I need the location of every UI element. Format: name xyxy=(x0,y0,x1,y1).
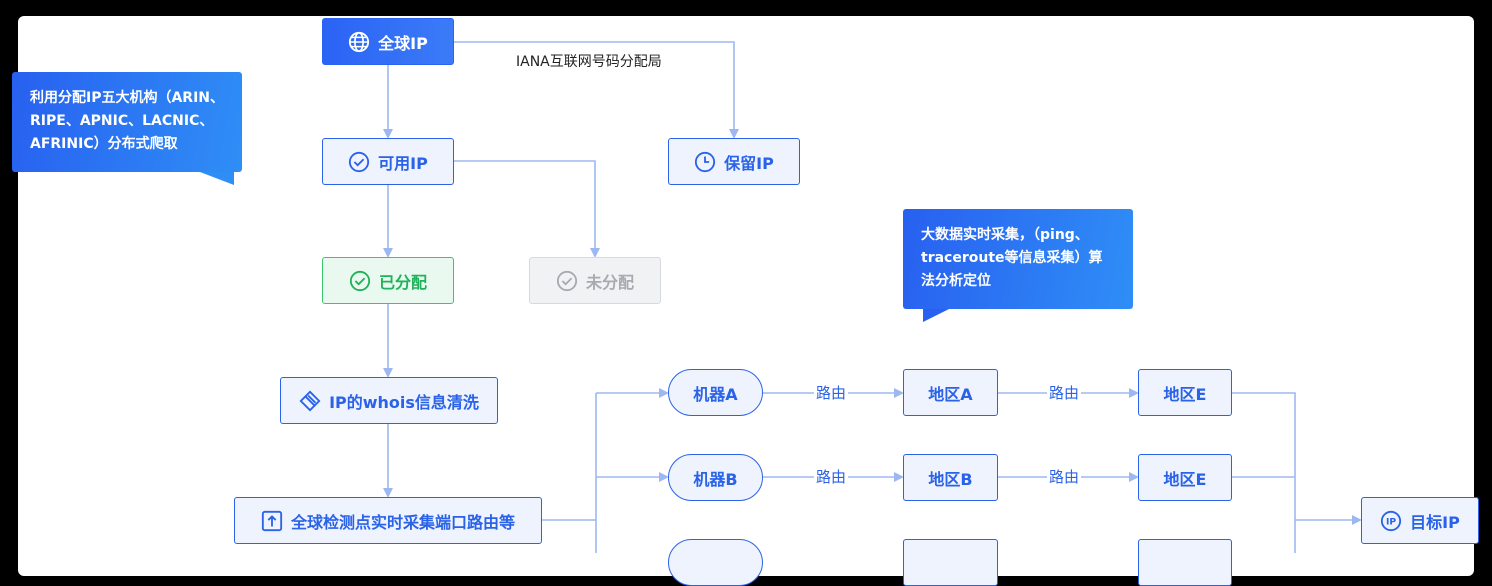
node-region-e-2[interactable]: 地区E xyxy=(1138,454,1232,501)
node-available-ip[interactable]: 可用IP xyxy=(322,138,454,185)
label-route-1: 路由 xyxy=(814,382,849,403)
node-unallocated[interactable]: 未分配 xyxy=(529,257,661,304)
node-region-a-label: 地区A xyxy=(928,384,973,404)
node-region-e-3[interactable] xyxy=(1138,539,1232,586)
callout-bigdata-tail xyxy=(923,309,949,322)
node-machine-c[interactable] xyxy=(668,539,763,586)
edge-global-to-reserved xyxy=(454,41,739,139)
node-region-e-2-label: 地区E xyxy=(1163,469,1207,489)
node-whois-clean-label: IP的whois信息清洗 xyxy=(329,392,479,412)
node-reserved-ip-label: 保留IP xyxy=(724,153,774,173)
edge-probe-trunk xyxy=(542,393,597,553)
node-region-a[interactable]: 地区A xyxy=(903,369,998,416)
node-global-probe[interactable]: 全球检测点实时采集端口路由等 xyxy=(234,497,542,544)
node-machine-a-label: 机器A xyxy=(693,384,738,404)
edge-available-to-unallocated xyxy=(454,160,600,258)
label-route-3: 路由 xyxy=(814,466,849,487)
ip-icon: IP xyxy=(1381,510,1402,531)
label-route-2: 路由 xyxy=(1047,382,1082,403)
callout-bigdata-text: 大数据实时采集，（ping、traceroute等信息采集）算法分析定位 xyxy=(921,227,1103,289)
node-region-c[interactable] xyxy=(903,539,998,586)
node-global-ip-label: 全球IP xyxy=(378,33,428,53)
node-machine-b[interactable]: 机器B xyxy=(668,454,763,501)
check-circle-icon xyxy=(349,151,370,172)
node-target-ip-label: 目标IP xyxy=(1410,512,1460,532)
node-available-ip-label: 可用IP xyxy=(378,153,428,173)
node-allocated[interactable]: 已分配 xyxy=(322,257,454,304)
callout-rir: 利用分配IP五大机构（ARIN、RIPE、APNIC、LACNIC、AFRINI… xyxy=(12,72,242,185)
svg-text:IP: IP xyxy=(1386,516,1396,527)
node-region-e-1[interactable]: 地区E xyxy=(1138,369,1232,416)
clock-icon xyxy=(695,151,716,172)
callout-bigdata: 大数据实时采集，（ping、traceroute等信息采集）算法分析定位 xyxy=(903,209,1133,322)
wash-clean-icon xyxy=(299,390,321,411)
callout-rir-text: 利用分配IP五大机构（ARIN、RIPE、APNIC、LACNIC、AFRINI… xyxy=(30,90,225,152)
callout-rir-tail xyxy=(200,172,234,185)
label-route-4: 路由 xyxy=(1047,466,1082,487)
node-global-probe-label: 全球检测点实时采集端口路由等 xyxy=(290,512,515,532)
label-iana: IANA互联网号码分配局 xyxy=(516,54,662,70)
node-machine-b-label: 机器B xyxy=(693,469,738,489)
diagram-canvas: IANA互联网号码分配局 路由 路由 路由 路由 全球IP 可用IP 保留IP … xyxy=(12,16,1479,586)
node-reserved-ip[interactable]: 保留IP xyxy=(668,138,800,185)
node-allocated-label: 已分配 xyxy=(378,272,427,292)
check-circle-icon xyxy=(349,270,371,291)
node-region-b[interactable]: 地区B xyxy=(903,454,998,501)
globe-icon xyxy=(349,31,370,52)
node-machine-a[interactable]: 机器A xyxy=(668,369,763,416)
node-region-b-label: 地区B xyxy=(928,469,973,489)
node-global-ip[interactable]: 全球IP xyxy=(322,18,454,65)
edge-region-e-merge xyxy=(1232,392,1296,553)
node-unallocated-label: 未分配 xyxy=(585,272,634,292)
node-target-ip[interactable]: IP 目标IP xyxy=(1361,497,1479,544)
upload-box-icon xyxy=(261,510,283,531)
node-region-e-1-label: 地区E xyxy=(1163,384,1207,404)
check-circle-icon xyxy=(556,270,578,291)
node-whois-clean[interactable]: IP的whois信息清洗 xyxy=(280,377,498,424)
